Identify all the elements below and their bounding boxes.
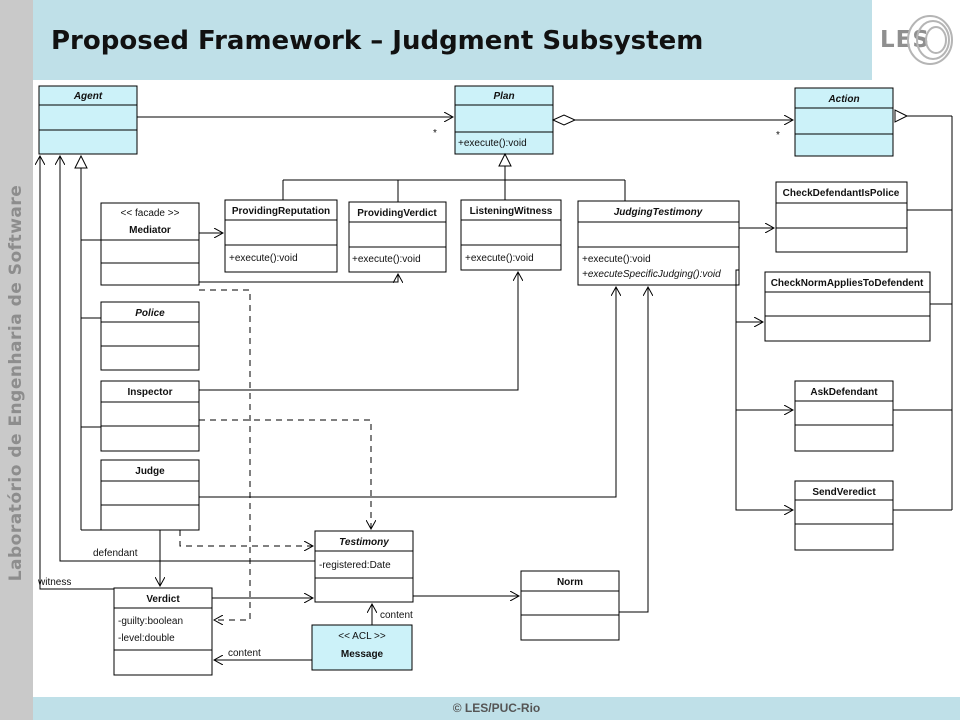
class-judge: Judge [100,459,200,531]
class-operation: +execute():void [582,254,651,265]
class-inspector: Inspector [100,380,200,452]
multiplicity-label: * [433,128,437,139]
class-stereotype: << facade >> [121,208,180,219]
sidebar: Laboratório de Engenharia de Software [0,0,33,720]
class-name: Agent [73,91,103,102]
class-name: ProvidingVerdict [357,208,437,219]
class-name: JudgingTestimony [614,207,703,218]
class-verdict: Verdict -guilty:boolean -level:double [113,587,213,676]
logo: LES [872,0,960,80]
class-name: Plan [493,91,514,102]
relationship-lines [40,109,953,660]
class-name: Norm [557,577,583,588]
class-mediator: << facade >> Mediator [100,202,200,286]
class-name: Message [341,649,384,660]
assoc-testimony-defendant [60,156,315,562]
class-stereotype: << ACL >> [338,631,386,642]
class-name: ProvidingReputation [232,206,330,217]
class-operation: +execute():void [458,138,527,149]
class-norm: Norm [520,570,620,641]
class-operation: +execute():void [229,253,298,264]
class-send-veredict: SendVeredict [794,480,894,551]
assoc-norm-judging [619,287,648,613]
class-name: Action [827,94,859,105]
class-name: Judge [135,466,165,477]
slide-footer: © LES/PUC-Rio [33,697,960,720]
logo-swirl-icon [907,15,953,65]
class-plan: Plan +execute():void [454,85,554,155]
class-operation: +execute():void [352,254,421,265]
class-message: << ACL >> Message [311,624,413,671]
assoc-verdict-witness [40,156,114,590]
class-operation: +executeSpecificJudging():void [582,269,721,280]
class-action: Action [794,87,894,157]
class-providing-reputation: ProvidingReputation +execute():void [224,199,338,273]
assoc-mediator-verdict [199,274,398,282]
logo-text: LES [880,27,930,53]
class-attribute: -registered:Date [319,560,391,571]
class-agent: Agent [38,85,138,155]
slide-header: Proposed Framework – Judgment Subsystem [33,0,872,80]
class-check-defendant-is-police: CheckDefendantIsPolice [775,181,908,253]
footer-copyright: © LES/PUC-Rio [452,701,541,715]
role-label-content: content [380,610,413,621]
class-name: Testimony [339,537,389,548]
class-police: Police [100,301,200,371]
class-judging-testimony: JudgingTestimony +execute():void +execut… [577,200,740,286]
class-name: Verdict [146,594,180,605]
assoc-inspector-listening [199,272,518,391]
class-name: Mediator [129,225,171,236]
role-label-witness: witness [37,577,71,588]
class-name: Inspector [127,387,172,398]
class-operation: +execute():void [465,253,534,264]
role-label-defendant: defendant [93,548,138,559]
dependency-inspector-testimony [199,419,371,529]
class-name: CheckDefendantIsPolice [783,188,900,199]
class-providing-verdict: ProvidingVerdict +execute():void [348,201,447,273]
aggregation-diamond [551,114,577,126]
role-label-content: content [228,648,261,659]
class-name: SendVeredict [812,487,876,498]
class-name: ListeningWitness [470,206,553,217]
class-check-norm-applies: CheckNormAppliesToDefendent [764,271,931,342]
assoc-judge-judging [199,287,616,498]
class-name: AskDefendant [810,387,878,398]
class-listening-witness: ListeningWitness +execute():void [460,199,562,271]
class-ask-defendant: AskDefendant [794,380,894,452]
multiplicity-label: * [776,130,780,141]
class-attribute: -guilty:boolean [118,616,183,627]
class-testimony: Testimony -registered:Date [314,530,414,603]
assoc-judging-sendveredict [735,269,793,510]
dependency-judge-testimony [179,530,313,546]
class-name: CheckNormAppliesToDefendent [771,278,924,289]
class-name: Police [135,308,165,319]
class-attribute: -level:double [118,633,175,644]
slide-title: Proposed Framework – Judgment Subsystem [51,26,704,56]
dependency-mediator-verdict [199,289,251,620]
